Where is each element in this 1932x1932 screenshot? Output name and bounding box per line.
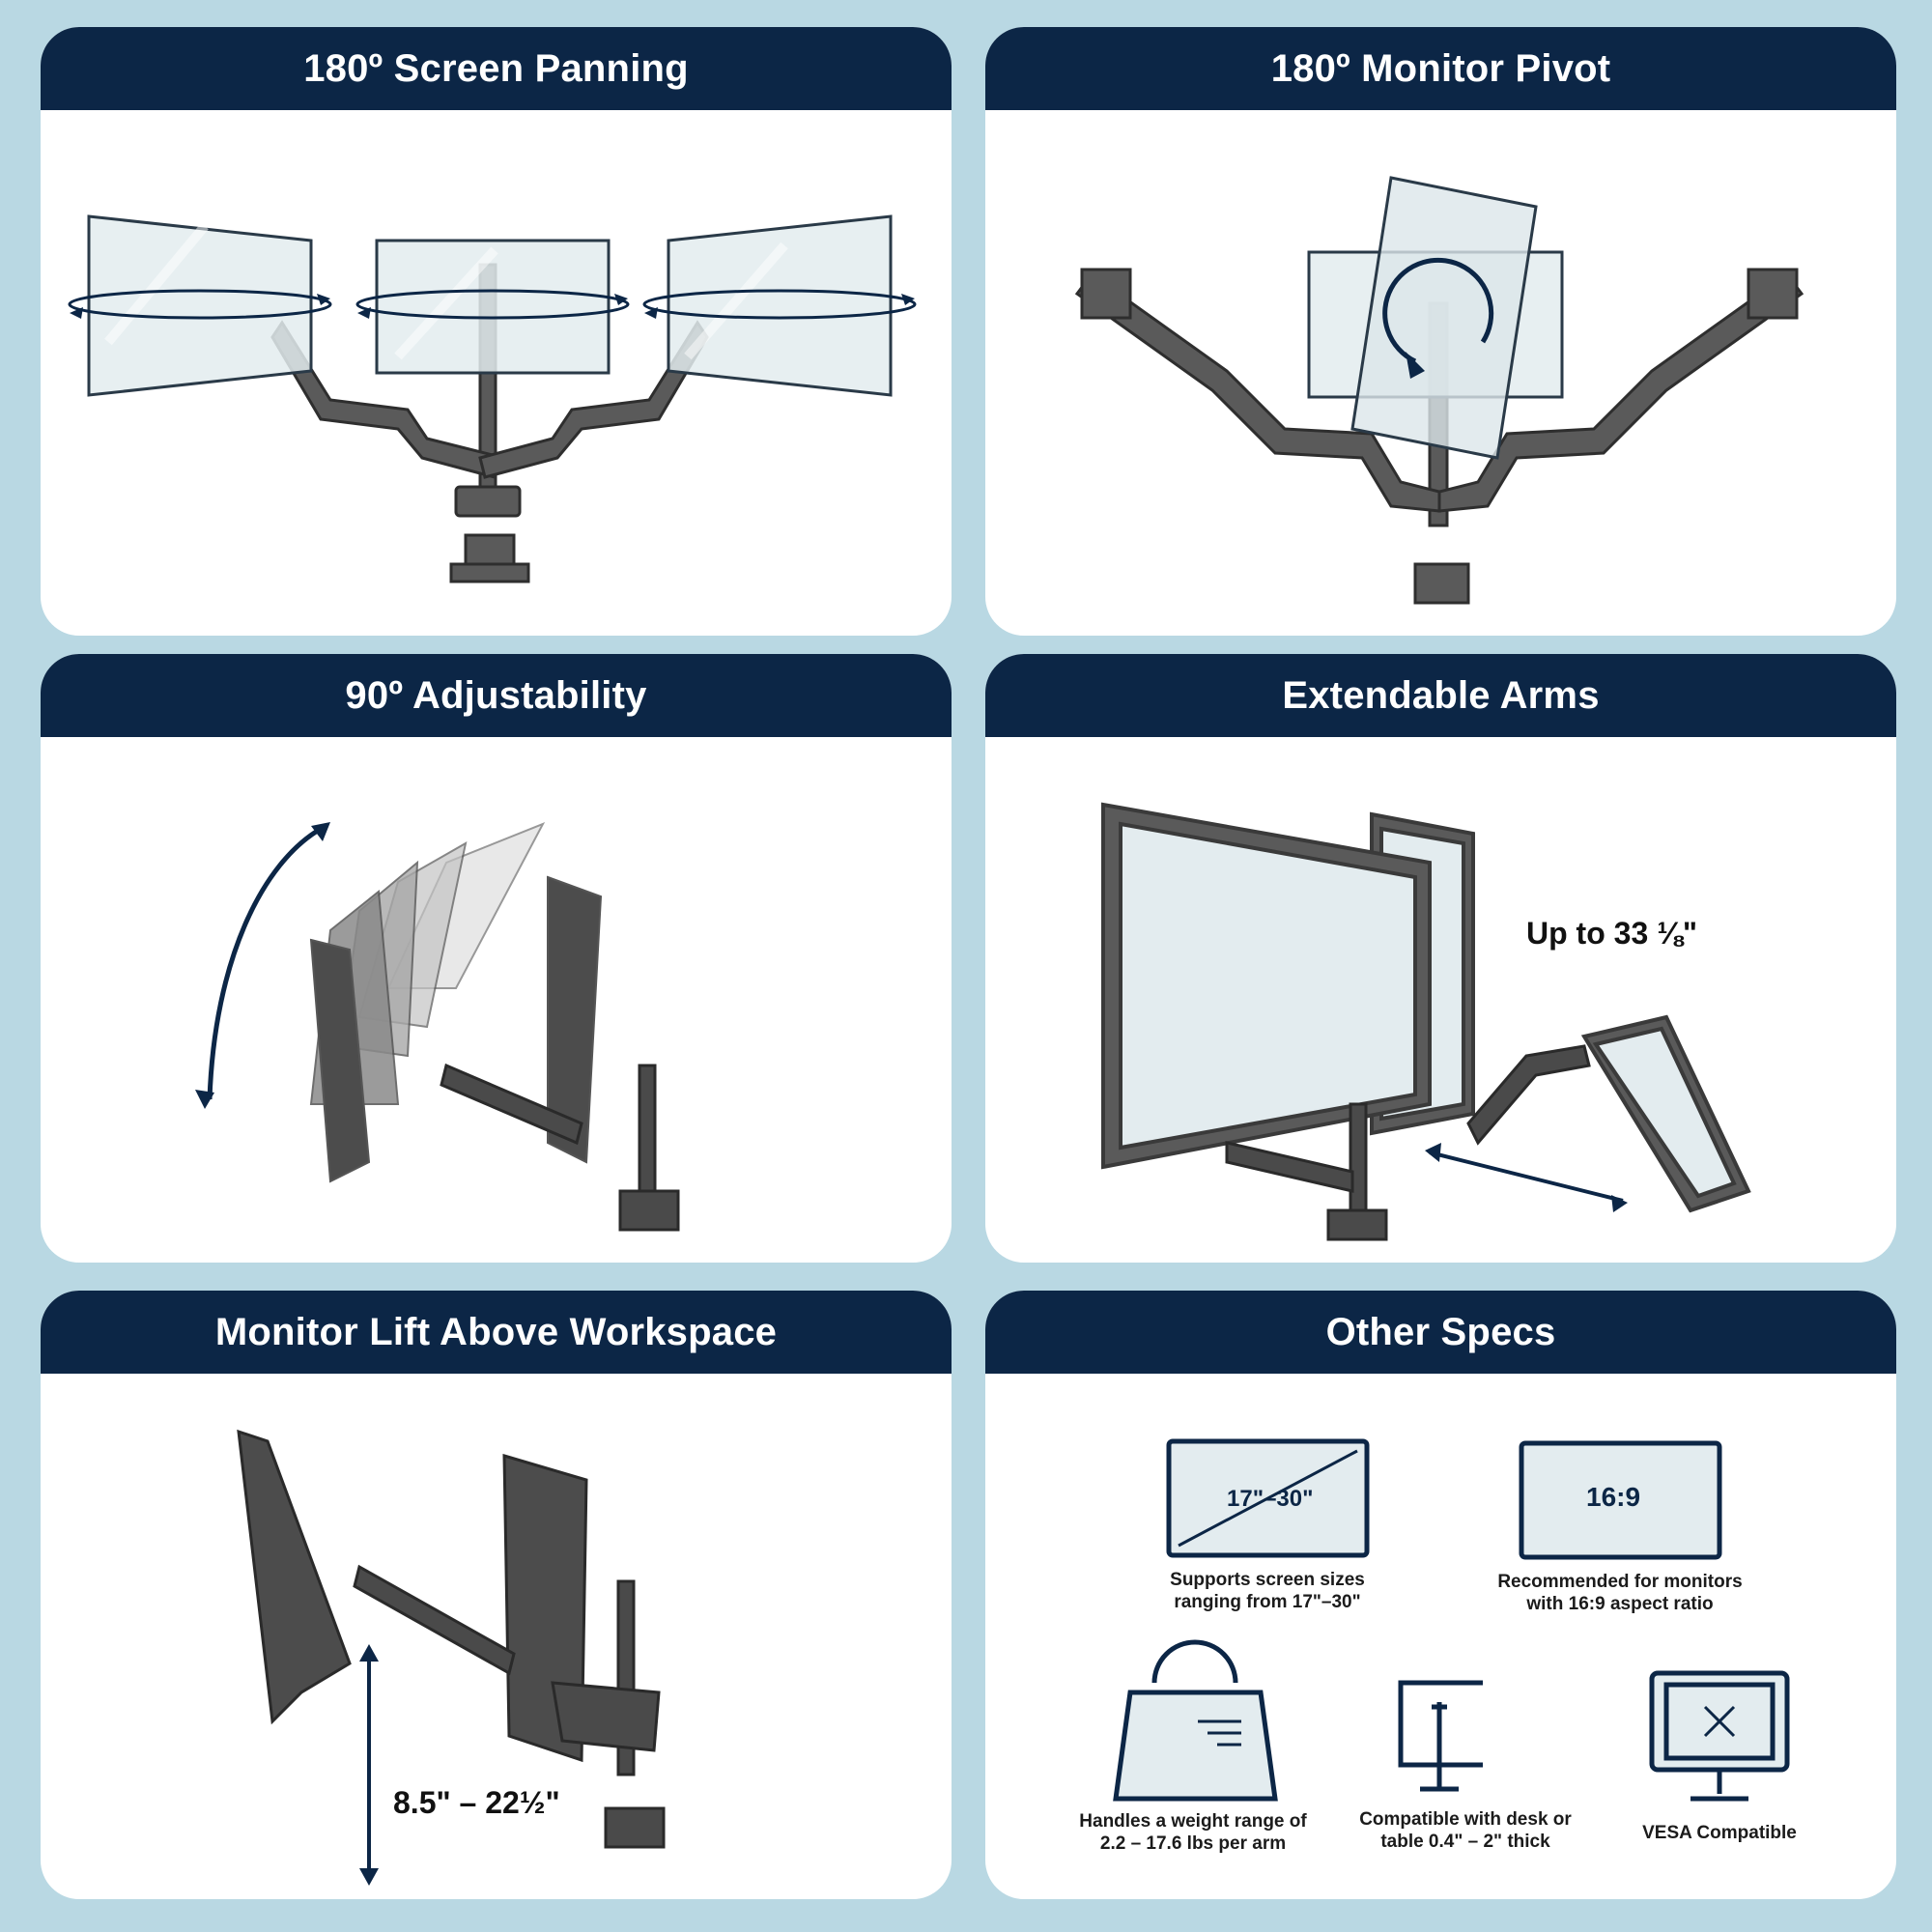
clamp-body	[1413, 562, 1470, 605]
aspect-ratio-icon	[1519, 1440, 1722, 1560]
weight-caption: Handles a weight range of 2.2 – 17.6 lbs…	[1079, 1811, 1307, 1854]
clamp	[618, 1189, 680, 1232]
aspect-ratio-value: 16:9	[1586, 1482, 1641, 1512]
specs-body: 17"–30" 16:9 Supports screen sizes rangi…	[985, 1374, 1896, 1899]
arm-segment	[353, 1564, 516, 1676]
rotate-arrow-icon	[1382, 257, 1494, 364]
tilt-arrow-icon	[207, 826, 323, 1100]
panel-title: 180º Monitor Pivot	[985, 27, 1896, 110]
desk-clamp-icon	[1398, 1680, 1483, 1792]
pole	[638, 1064, 657, 1203]
adjustability-illustration	[41, 737, 952, 1263]
clamp	[1326, 1208, 1388, 1241]
clamp-plate	[449, 562, 530, 583]
pivot-illustration-svg	[1074, 176, 1804, 605]
panning-illustration	[41, 110, 952, 636]
panel-title: 180º Screen Panning	[41, 27, 952, 110]
lift-range-label: 8.5" – 22½"	[393, 1785, 560, 1820]
screen-size-icon	[1166, 1438, 1370, 1558]
right-monitor	[667, 214, 893, 397]
panel-title: 90º Adjustability	[41, 654, 952, 737]
panel-title: Other Specs	[985, 1291, 1896, 1374]
right-arm	[1437, 271, 1804, 513]
portrait-monitor	[1350, 176, 1538, 460]
panel-monitor-lift: Monitor Lift Above Workspace 8.5" – 22½"	[41, 1291, 952, 1899]
panel-other-specs: Other Specs	[985, 1291, 1896, 1899]
right-arm	[478, 320, 709, 479]
extendable-illustration: Up to 33 ⅛"	[985, 737, 1896, 1263]
left-monitor	[87, 214, 313, 397]
left-monitor	[237, 1429, 352, 1725]
base-collar	[454, 485, 522, 518]
vesa-caption: VESA Compatible	[1642, 1823, 1797, 1843]
arm-segment	[440, 1063, 583, 1146]
center-monitor	[375, 239, 611, 375]
weight-bag-icon	[1113, 1639, 1278, 1802]
extend-arrow-line	[1429, 1151, 1624, 1203]
triple-monitor-panning-illustration	[68, 214, 917, 583]
panel-adjustability: 90º Adjustability	[41, 654, 952, 1263]
lift-illustration: 8.5" – 22½"	[41, 1374, 952, 1899]
panel-extendable-arms: Extendable Arms Up to 33 ⅛"	[985, 654, 1896, 1263]
aspect-ratio-caption: Recommended for monitors with 16:9 aspec…	[1497, 1572, 1743, 1614]
pivot-illustration	[985, 110, 1896, 636]
panel-title: Monitor Lift Above Workspace	[41, 1291, 952, 1374]
extend-illustration-svg	[1101, 802, 1751, 1241]
panel-screen-panning: 180º Screen Panning	[41, 27, 952, 636]
screen-size-caption: Supports screen sizes ranging from 17"–3…	[1170, 1570, 1365, 1612]
center-pole	[1349, 1102, 1368, 1212]
clamp-caption: Compatible with desk or table 0.4" – 2" …	[1359, 1809, 1572, 1852]
screen-size-value: 17"–30"	[1227, 1486, 1314, 1512]
left-vesa-plate	[1080, 268, 1132, 320]
right-vesa-plate	[1747, 268, 1799, 320]
specs-icons-svg	[1113, 1438, 1790, 1802]
panel-title: Extendable Arms	[985, 654, 1896, 737]
clamp	[604, 1806, 666, 1849]
panel-monitor-pivot: 180º Monitor Pivot	[985, 27, 1896, 636]
reach-label: Up to 33 ⅛"	[1526, 916, 1697, 951]
lift-illustration-svg	[237, 1429, 666, 1886]
vesa-monitor-icon	[1649, 1670, 1790, 1802]
tilt-illustration-svg	[195, 822, 680, 1232]
